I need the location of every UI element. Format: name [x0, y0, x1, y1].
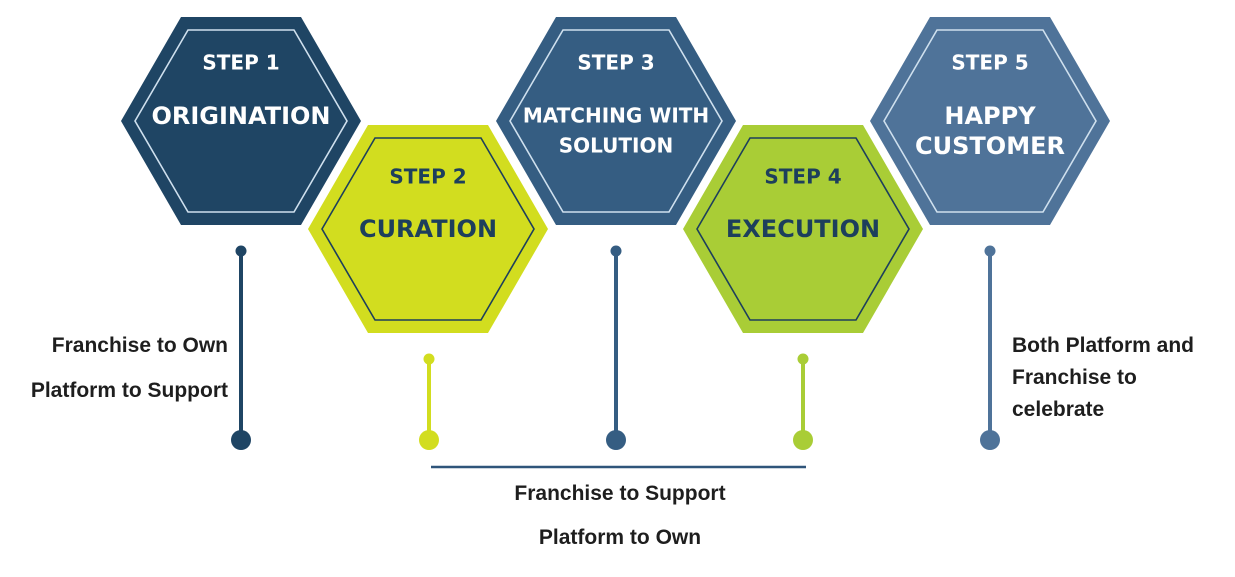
step-3-hexagon: STEP 3 MATCHING WITH SOLUTION [491, 14, 741, 228]
hexagon-shape [121, 17, 361, 225]
connector-step-2 [419, 353, 439, 450]
note-right-line-3: celebrate [1012, 398, 1105, 421]
note-right-line-1: Both Platform and [1012, 334, 1194, 357]
connector-dot-bottom [419, 430, 439, 450]
note-center: Franchise to Support Platform to Own [420, 478, 820, 554]
step-3-title-line-1: MATCHING WITH [523, 104, 709, 128]
note-right: Both Platform and Franchise to celebrate [1012, 330, 1194, 426]
step-3-label: STEP 3 [577, 51, 654, 75]
step-1-hexagon: STEP 1 ORIGINATION [116, 14, 366, 228]
step-1-label: STEP 1 [202, 51, 279, 75]
hexagon-inner-outline [509, 29, 723, 213]
step-1-title-line-1: ORIGINATION [151, 102, 330, 130]
hexagon-shape [496, 17, 736, 225]
step-5-title-line-2: CUSTOMER [915, 132, 1065, 160]
connector-dot-bottom [980, 430, 1000, 450]
hexagon-shape [683, 125, 923, 333]
connector-dot-bottom [793, 430, 813, 450]
connector-dot-top [797, 353, 809, 365]
hexagon-inner-outline [134, 29, 348, 213]
note-center-line-1: Franchise to Support [514, 482, 726, 505]
connector-dot-top [610, 245, 622, 257]
step-2-label: STEP 2 [389, 165, 466, 189]
hexagon-shape [308, 125, 548, 333]
connector-step-3 [606, 245, 626, 450]
hexagon-shape [870, 17, 1110, 225]
connector-step-4 [793, 353, 813, 450]
connector-dot-top [984, 245, 996, 257]
step-3-title-line-2: SOLUTION [559, 134, 674, 158]
step-4-hexagon: STEP 4 EXECUTION [678, 122, 928, 336]
note-center-line-2: Platform to Own [538, 526, 702, 549]
hexagon-inner-outline [883, 29, 1097, 213]
step-4-label: STEP 4 [764, 165, 841, 189]
step-2-title-line-1: CURATION [359, 215, 497, 243]
step-4-title-line-1: EXECUTION [726, 215, 880, 243]
connector-dot-bottom [231, 430, 251, 450]
step-5-title-line-1: HAPPY [944, 102, 1036, 130]
connector-step-1 [231, 245, 251, 450]
connector-dot-top [235, 245, 247, 257]
step-5-label: STEP 5 [951, 51, 1028, 75]
note-left-line-2: Platform to Support [30, 379, 228, 402]
note-left-line-1: Franchise to Own [51, 334, 228, 357]
note-right-line-2: Franchise to [1012, 366, 1137, 389]
connector-dot-top [423, 353, 435, 365]
hexagon-inner-outline [696, 137, 910, 321]
note-left: Franchise to Own Platform to Support [31, 330, 228, 407]
step-2-hexagon: STEP 2 CURATION [303, 122, 553, 336]
hexagon-inner-outline [321, 137, 535, 321]
connector-dot-bottom [606, 430, 626, 450]
connector-step-5 [980, 245, 1000, 450]
